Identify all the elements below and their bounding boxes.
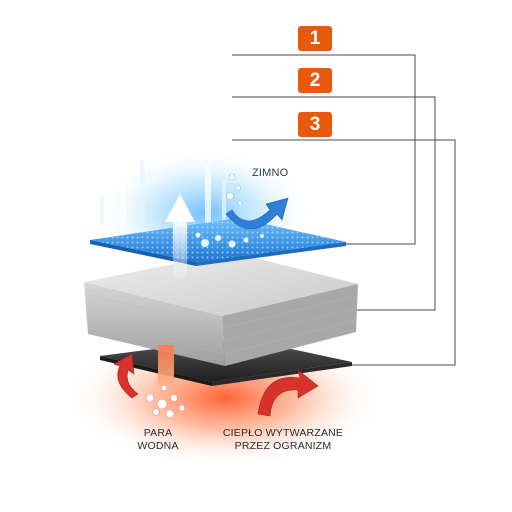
up-arrow-icon — [165, 194, 195, 278]
vapor-column — [158, 345, 174, 385]
water-droplets — [195, 232, 265, 248]
label-body-heat-line1: CIEPŁO WYTWARZANE — [222, 427, 344, 439]
cold-streaks — [100, 160, 226, 225]
cold-curved-arrow-icon — [225, 197, 289, 230]
leader-line-1 — [232, 54, 416, 245]
label-body-heat: CIEPŁO WYTWARZANE PRZEZ OGRANIZM — [208, 427, 358, 453]
badge-2: 2 — [298, 68, 332, 93]
heat-arrow-right-icon — [257, 369, 319, 417]
middle-layer-top — [84, 252, 358, 316]
heat-arrow-left-icon — [113, 353, 139, 399]
vapor-bubbles — [145, 384, 186, 419]
badge-3: 3 — [298, 112, 332, 137]
label-body-heat-line2: PRZEZ OGRANIZM — [234, 440, 332, 452]
label-water-vapor: PARA WODNA — [128, 427, 188, 453]
cold-bubbles — [226, 173, 243, 206]
middle-layer-side-right — [222, 284, 358, 366]
leader-lines — [232, 54, 456, 366]
leader-line-3 — [232, 139, 456, 366]
label-water-vapor-line2: WODNA — [137, 440, 179, 452]
leader-line-2 — [232, 96, 436, 311]
label-water-vapor-line1: PARA — [143, 427, 173, 439]
label-cold: ZIMNO — [252, 167, 289, 179]
badge-1: 1 — [298, 26, 332, 51]
